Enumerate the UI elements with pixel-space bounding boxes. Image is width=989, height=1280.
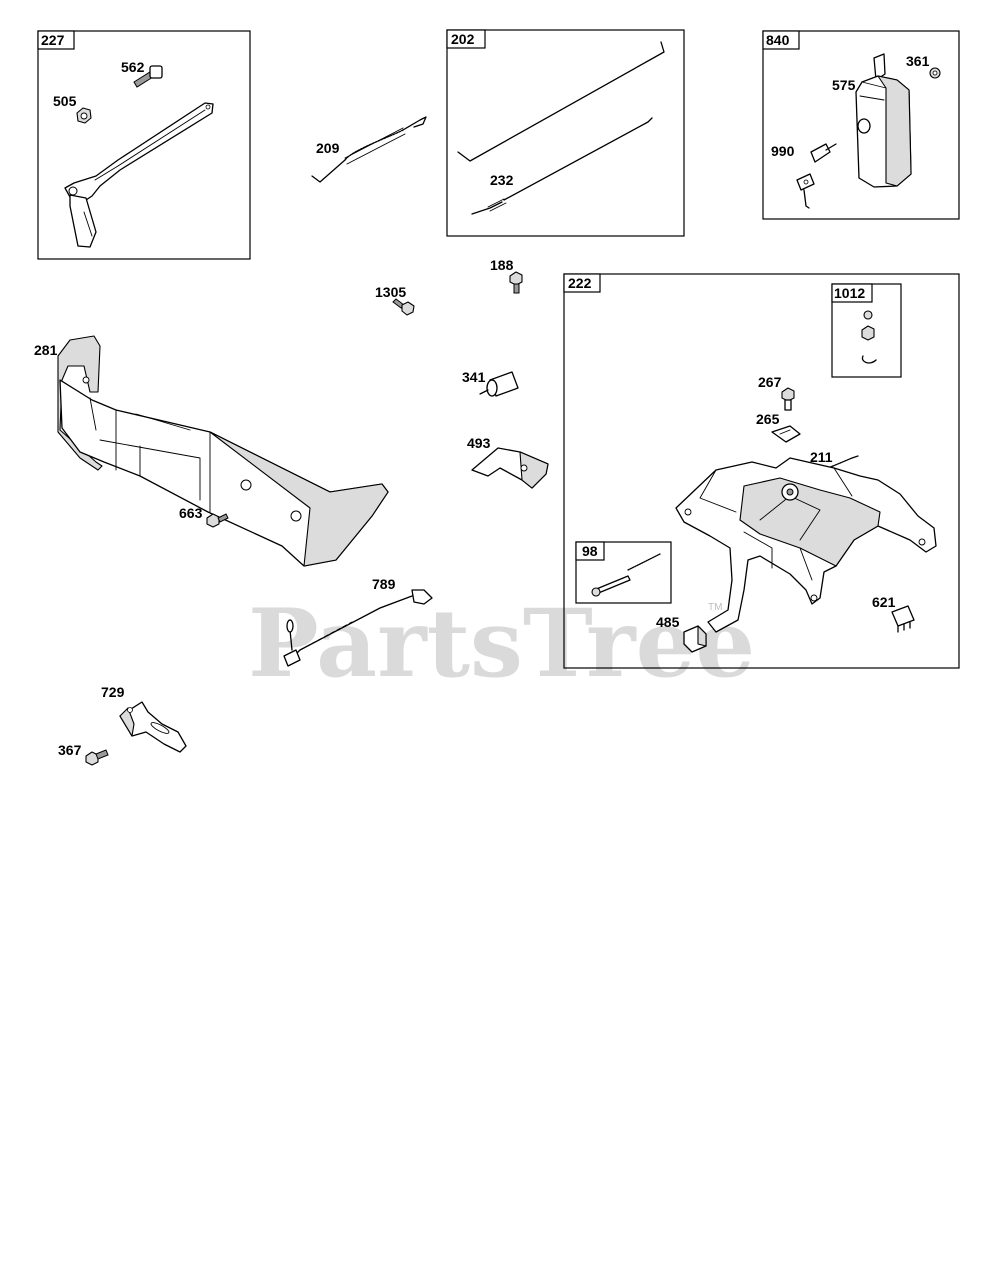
group-202-frame xyxy=(446,29,685,237)
group-227-frame xyxy=(37,30,251,260)
group-227-tab xyxy=(37,30,75,50)
group-222-frame xyxy=(563,273,960,669)
group-98-tab xyxy=(575,541,605,561)
part-361-screw[interactable]: 361 xyxy=(906,53,941,79)
label-265: 265 xyxy=(756,411,780,427)
label-990: 990 xyxy=(771,143,795,159)
label-1012: 1012 xyxy=(834,285,865,301)
part-729-bracket[interactable]: 729 xyxy=(101,684,187,753)
label-789: 789 xyxy=(372,576,396,592)
group-202-tab xyxy=(446,29,486,49)
part-267-screw[interactable]: 267 xyxy=(758,374,795,411)
label-281: 281 xyxy=(34,342,58,358)
group-840-tab xyxy=(762,30,800,50)
group-840-frame xyxy=(762,30,960,220)
group-840[interactable]: 840 xyxy=(762,30,960,220)
label-227: 227 xyxy=(41,32,65,48)
part-341-spacer[interactable]: 341 xyxy=(462,369,519,397)
label-222: 222 xyxy=(568,275,592,291)
label-729: 729 xyxy=(101,684,125,700)
part-211-spring[interactable]: 211 xyxy=(810,449,859,469)
watermark-text: PartsTree xyxy=(248,589,755,699)
group-222[interactable]: 222 xyxy=(563,273,960,669)
group-1012[interactable]: 1012 xyxy=(831,283,902,378)
label-575: 575 xyxy=(832,77,856,93)
group-202[interactable]: 202 xyxy=(446,29,685,237)
label-232: 232 xyxy=(490,172,514,188)
part-621-switch[interactable]: 621 xyxy=(872,594,915,633)
part-209-spring[interactable]: 209 xyxy=(311,116,427,183)
part-493-bracket[interactable]: 493 xyxy=(467,435,549,489)
part-1305-screw[interactable]: 1305 xyxy=(375,284,415,316)
label-663: 663 xyxy=(179,505,203,521)
label-621: 621 xyxy=(872,594,896,610)
part-281-bracket[interactable]: 281 xyxy=(34,335,389,567)
part-232-rod[interactable]: 232 xyxy=(471,117,653,215)
group-98-frame xyxy=(575,541,672,604)
part-663-screw[interactable]: 663 xyxy=(179,505,229,528)
label-562: 562 xyxy=(121,59,145,75)
part-367-screw[interactable]: 367 xyxy=(58,742,109,766)
label-341: 341 xyxy=(462,369,486,385)
part-485-knob[interactable]: 485 xyxy=(656,614,707,653)
watermark-trademark: TM xyxy=(708,602,722,613)
part-789-wire[interactable]: 789 xyxy=(283,576,433,667)
label-493: 493 xyxy=(467,435,491,451)
label-367: 367 xyxy=(58,742,82,758)
label-505: 505 xyxy=(53,93,77,109)
part-188-screw[interactable]: 188 xyxy=(490,257,523,294)
group-98[interactable]: 98 xyxy=(575,541,672,604)
label-485: 485 xyxy=(656,614,680,630)
label-361: 361 xyxy=(906,53,930,69)
label-209: 209 xyxy=(316,140,340,156)
label-211: 211 xyxy=(810,449,833,465)
group-227[interactable]: 227 xyxy=(37,30,251,260)
part-505-nut[interactable]: 505 xyxy=(53,93,92,124)
watermark: PartsTree TM xyxy=(248,589,755,699)
label-202: 202 xyxy=(451,31,475,47)
label-98: 98 xyxy=(582,543,598,559)
group-222-tab xyxy=(563,273,601,293)
label-840: 840 xyxy=(766,32,790,48)
part-575-tank[interactable]: 575 xyxy=(832,53,912,188)
part-265-clip[interactable]: 265 xyxy=(756,411,801,443)
label-1305: 1305 xyxy=(375,284,406,300)
part-202-rod[interactable] xyxy=(457,41,665,162)
label-267: 267 xyxy=(758,374,782,390)
part-222-plate[interactable] xyxy=(675,457,937,633)
group-1012-tab xyxy=(831,283,873,303)
part-227-lever[interactable] xyxy=(64,102,214,248)
label-188: 188 xyxy=(490,257,514,273)
part-562-screw[interactable]: 562 xyxy=(121,59,163,88)
part-990-key[interactable]: 990 xyxy=(771,143,837,209)
